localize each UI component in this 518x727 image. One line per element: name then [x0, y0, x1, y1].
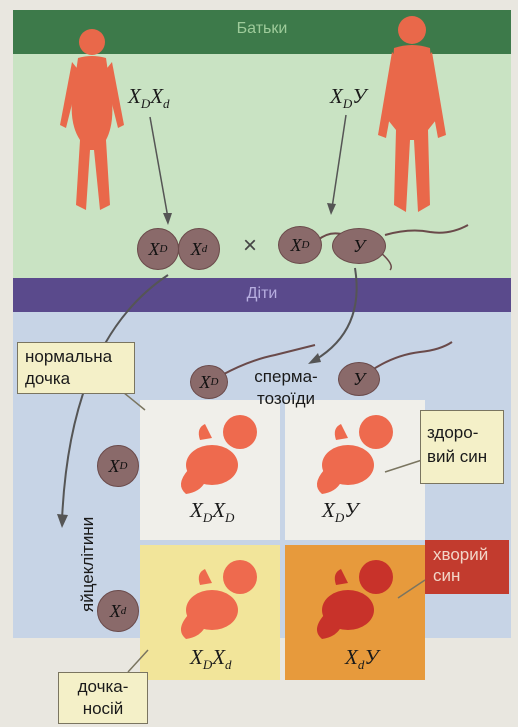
healthy-son-callout: здоро- вий син — [420, 410, 504, 484]
offspring-XDXD: XDXD — [190, 498, 234, 526]
father-figure — [378, 16, 446, 212]
mother-genotype: XDXd — [128, 84, 170, 112]
fetus-3 — [181, 560, 257, 639]
fetus-4-sick — [317, 560, 393, 639]
cross-symbol: × — [243, 232, 257, 260]
offspring-XDY: XDУ — [322, 498, 358, 526]
carrier-daughter-callout: дочка- носій — [58, 672, 148, 724]
offspring-XDXd: XDXd — [190, 645, 232, 673]
sperm-label: сперма- тозоїди — [238, 366, 334, 410]
sperm-Y-child: У — [338, 362, 380, 396]
mother-figure — [60, 29, 124, 210]
sperm-Y-head: У — [332, 228, 386, 264]
normal-daughter-callout: нормальна дочка — [17, 342, 135, 394]
fetus-1 — [181, 415, 257, 494]
sick-son-callout: хворий син — [425, 540, 509, 594]
offspring-XdY: XdУ — [345, 645, 378, 673]
fetus-2 — [317, 415, 393, 494]
father-genotype: XDУ — [330, 84, 366, 112]
eggs-label: яйцеклітини — [78, 517, 98, 612]
